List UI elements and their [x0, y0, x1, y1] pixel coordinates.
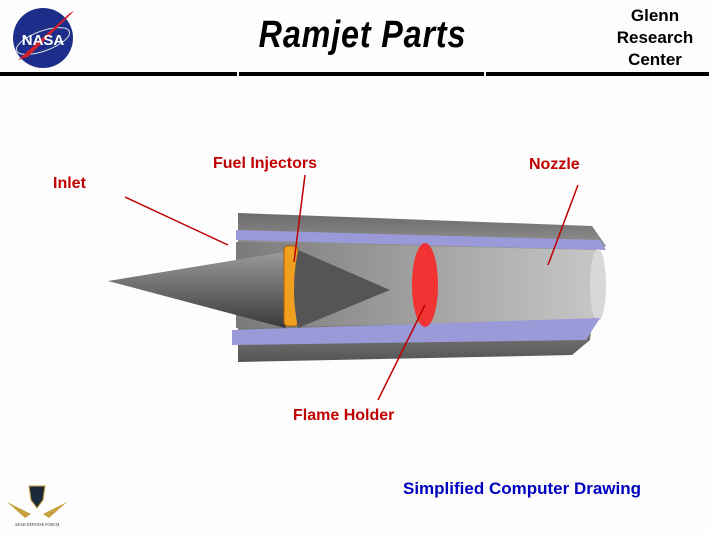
nozzle-exit [590, 249, 606, 321]
svg-text:ARAB DEFENSE FORUM: ARAB DEFENSE FORUM [15, 522, 60, 527]
fuel-injectors-pointer [293, 174, 306, 263]
inlet-label: Inlet [53, 175, 86, 192]
header-rule [0, 72, 237, 76]
svg-text:NASA: NASA [22, 32, 65, 49]
fuel-injectors-label: Fuel Injectors [213, 155, 318, 172]
page-title: Ramjet Parts [258, 14, 467, 56]
flame-holder-label: Flame Holder [293, 407, 395, 424]
flame-holder-pointer [377, 304, 426, 401]
header-rule [486, 72, 709, 76]
inlet-spike [108, 252, 290, 328]
center-line: Research [616, 28, 694, 47]
nozzle-label: Nozzle [529, 156, 580, 173]
upper-lining [236, 230, 606, 250]
center-line: Center [628, 50, 682, 69]
lower-lining [232, 318, 600, 345]
center-line: Glenn [630, 6, 680, 25]
nozzle-pointer [547, 184, 579, 266]
inlet-pointer [124, 196, 229, 246]
header-rule [239, 72, 484, 76]
center-cone [294, 250, 390, 328]
caption: Simplified Computer Drawing [403, 479, 642, 498]
watermark-logo: ARAB DEFENSE FORUM [7, 485, 67, 527]
center-name: Glenn Research Center [600, 5, 709, 71]
flame-holder [412, 243, 438, 327]
nasa-logo: NASA [13, 8, 74, 68]
